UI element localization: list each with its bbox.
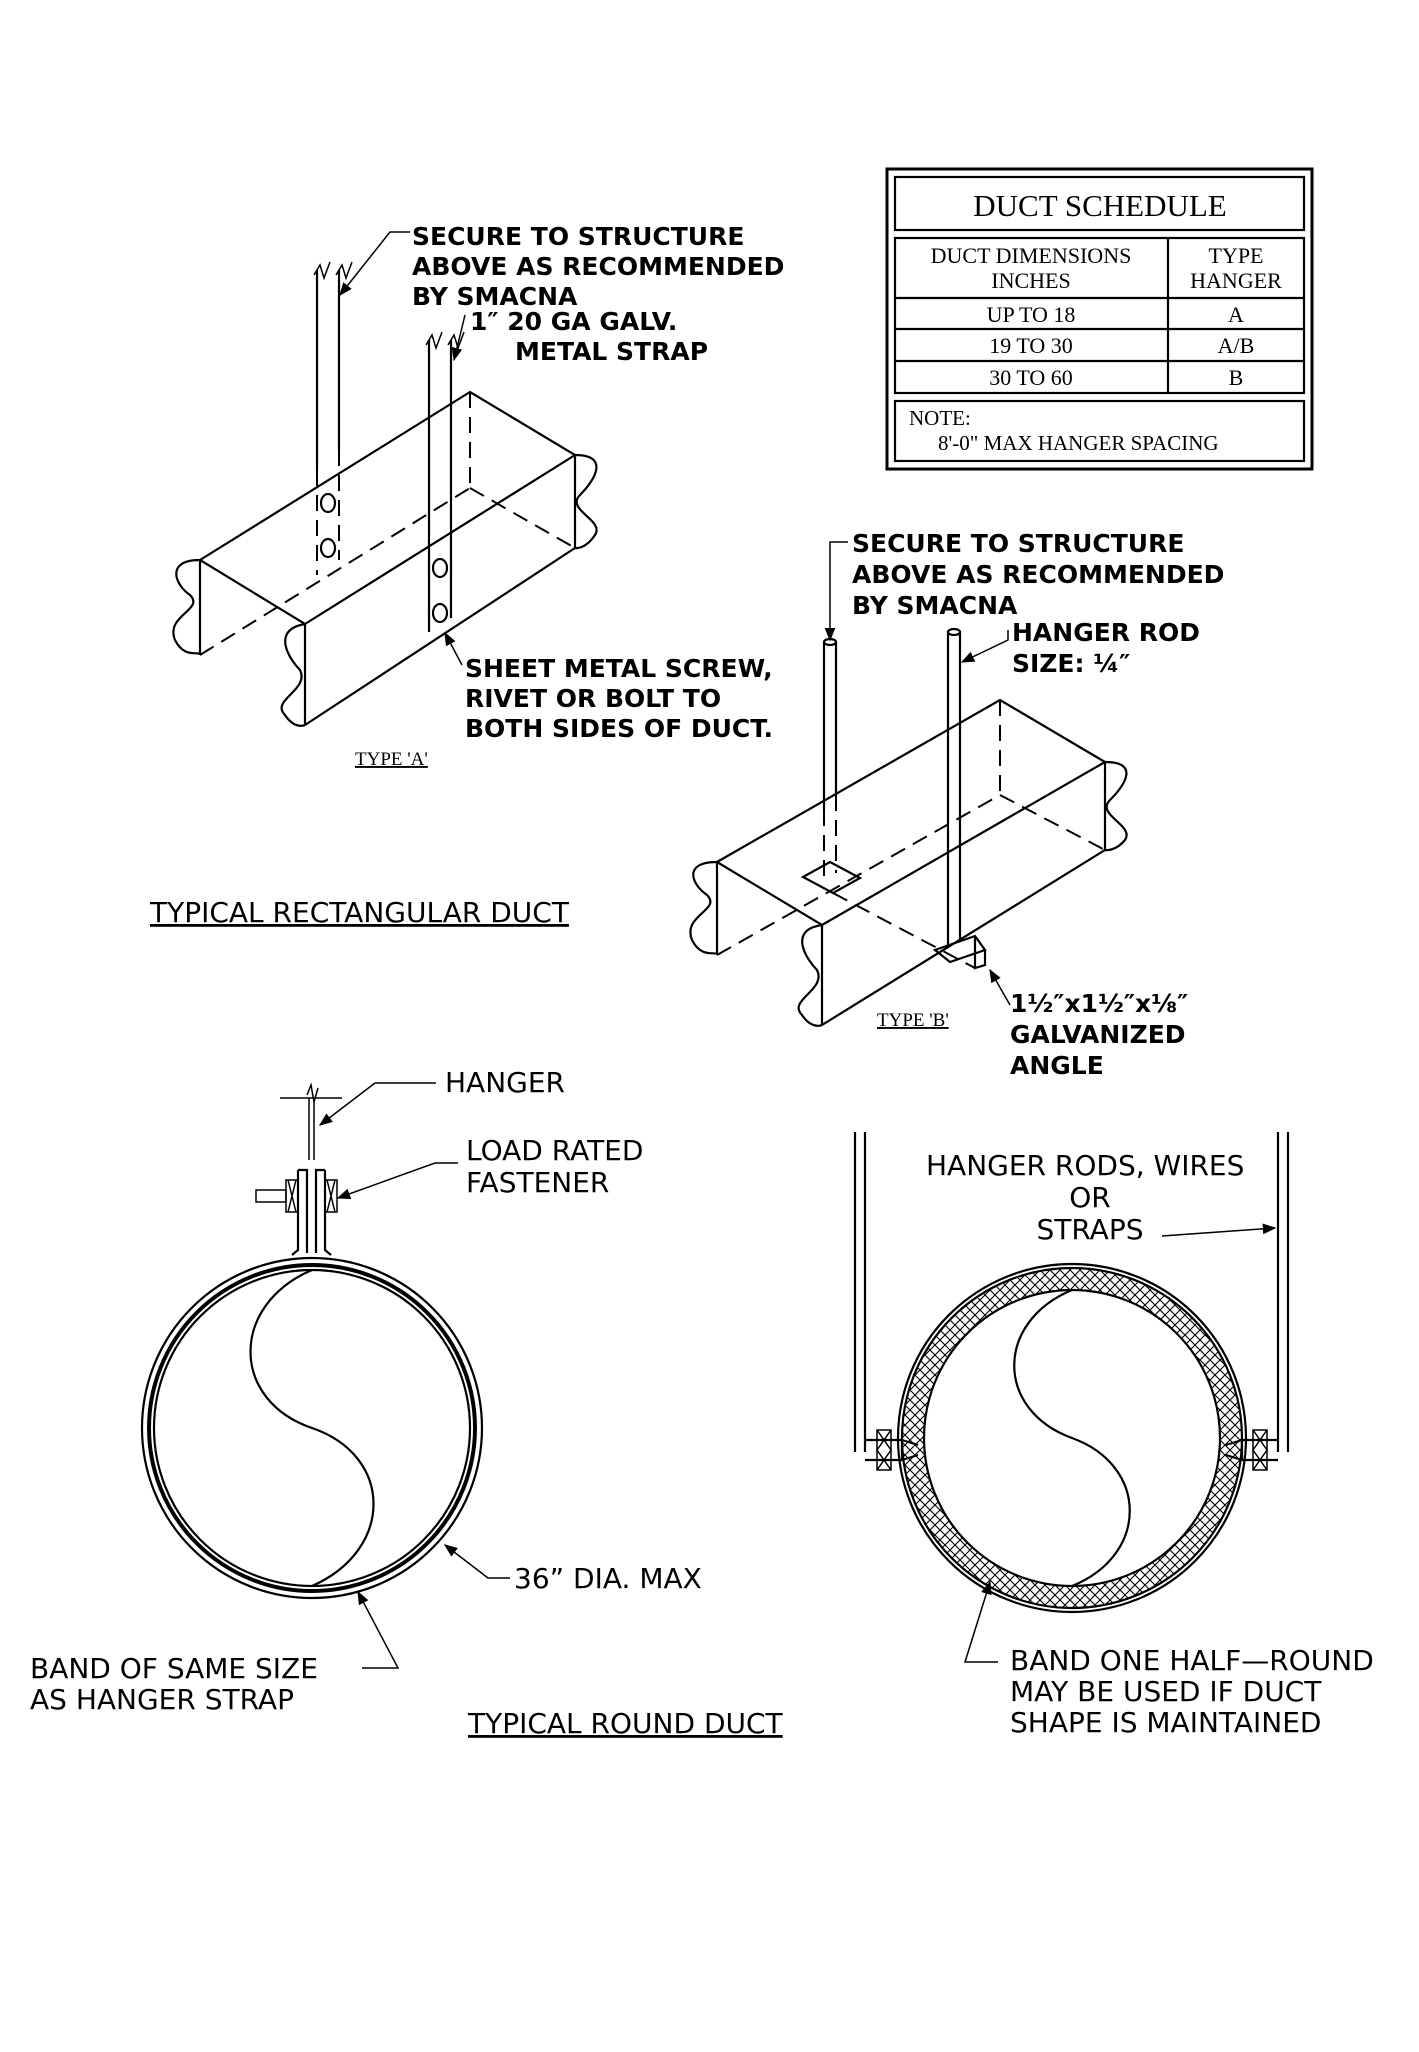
round-right-rods-line-3: STRAPS (1036, 1213, 1143, 1246)
round-right-band-line-1: BAND ONE HALF—ROUND (1010, 1644, 1374, 1677)
schedule-row-3-type: B (1229, 365, 1244, 390)
round-right-band-line-2: MAY BE USED IF DUCT (1010, 1675, 1322, 1708)
type-a-structure-line-3: BY SMACNA (412, 282, 578, 311)
round-left-band-line-2: AS HANGER STRAP (30, 1683, 294, 1716)
schedule-title: DUCT SCHEDULE (973, 188, 1226, 223)
round-duct-band-drawing (140, 1082, 510, 1669)
type-a-structure-line-2: ABOVE AS RECOMMENDED (412, 252, 784, 281)
round-left-band-line-1: BAND OF SAME SIZE (30, 1652, 318, 1685)
type-a-strap-line-2: METAL STRAP (515, 337, 708, 366)
schedule-note-text: 8'-0" MAX HANGER SPACING (938, 431, 1219, 455)
type-a-screw-line-3: BOTH SIDES OF DUCT. (465, 714, 773, 743)
round-right-rods-line-2: OR (1069, 1181, 1111, 1214)
schedule-row-3-dims: 30 TO 60 (989, 365, 1073, 390)
duct-schedule-table: DUCT SCHEDULE DUCT DIMENSIONS INCHES TYP… (885, 167, 1314, 471)
round-right-band-line-3: SHAPE IS MAINTAINED (1010, 1706, 1321, 1739)
round-left-hanger-label: HANGER (445, 1066, 565, 1099)
schedule-note-label: NOTE: (909, 406, 971, 430)
type-a-label: TYPE 'A' (355, 749, 428, 770)
round-duct-title: TYPICAL ROUND DUCT (467, 1707, 784, 1740)
type-b-structure-line-1: SECURE TO STRUCTURE (852, 529, 1184, 558)
type-b-rod-line-2: SIZE: ¼″ (1012, 649, 1130, 678)
type-a-structure-line-1: SECURE TO STRUCTURE (412, 222, 744, 251)
schedule-row-1-type: A (1228, 302, 1244, 327)
type-b-angle-line-2: GALVANIZED (1010, 1020, 1186, 1049)
rect-duct-title: TYPICAL RECTANGULAR DUCT (149, 896, 570, 929)
schedule-header-inches: INCHES (991, 268, 1070, 293)
round-left-fastener-line-2: FASTENER (466, 1166, 609, 1199)
schedule-row-1-dims: UP TO 18 (987, 302, 1076, 327)
schedule-row-2-dims: 19 TO 30 (989, 333, 1073, 358)
type-a-callouts: SECURE TO STRUCTURE ABOVE AS RECOMMENDED… (339, 222, 784, 770)
type-a-screw-line-1: SHEET METAL SCREW, (465, 654, 773, 683)
round-left-fastener-line-1: LOAD RATED (466, 1134, 643, 1167)
round-duct-insulated-drawing (853, 1132, 1290, 1663)
schedule-header-dimensions: DUCT DIMENSIONS (931, 243, 1132, 268)
type-b-callouts: SECURE TO STRUCTURE ABOVE AS RECOMMENDED… (824, 529, 1224, 1080)
schedule-row-2-type: A/B (1218, 333, 1255, 358)
schedule-header-type: TYPE (1209, 243, 1264, 268)
type-a-rect-duct-drawing (172, 261, 598, 727)
type-a-screw-line-2: RIVET OR BOLT TO (465, 684, 721, 713)
type-b-structure-line-3: BY SMACNA (852, 591, 1018, 620)
type-b-rect-duct-drawing (689, 627, 1128, 1027)
schedule-header-hanger: HANGER (1190, 268, 1282, 293)
round-duct-insulated-labels: HANGER RODS, WIRES OR STRAPS BAND ONE HA… (926, 1149, 1374, 1739)
round-left-diameter-label: 36” DIA. MAX (514, 1562, 702, 1595)
type-b-angle-line-1: 1½″x1½″x⅛″ (1010, 989, 1188, 1018)
round-duct-band-labels: HANGER LOAD RATED FASTENER 36” DIA. MAX … (30, 1066, 702, 1716)
round-right-rods-line-1: HANGER RODS, WIRES (926, 1149, 1244, 1182)
type-b-rod-line-1: HANGER ROD (1012, 618, 1200, 647)
type-b-angle-line-3: ANGLE (1010, 1051, 1104, 1080)
type-a-strap-line-1: 1″ 20 GA GALV. (470, 307, 677, 336)
type-b-structure-line-2: ABOVE AS RECOMMENDED (852, 560, 1224, 589)
type-b-label: TYPE 'B' (877, 1010, 949, 1031)
